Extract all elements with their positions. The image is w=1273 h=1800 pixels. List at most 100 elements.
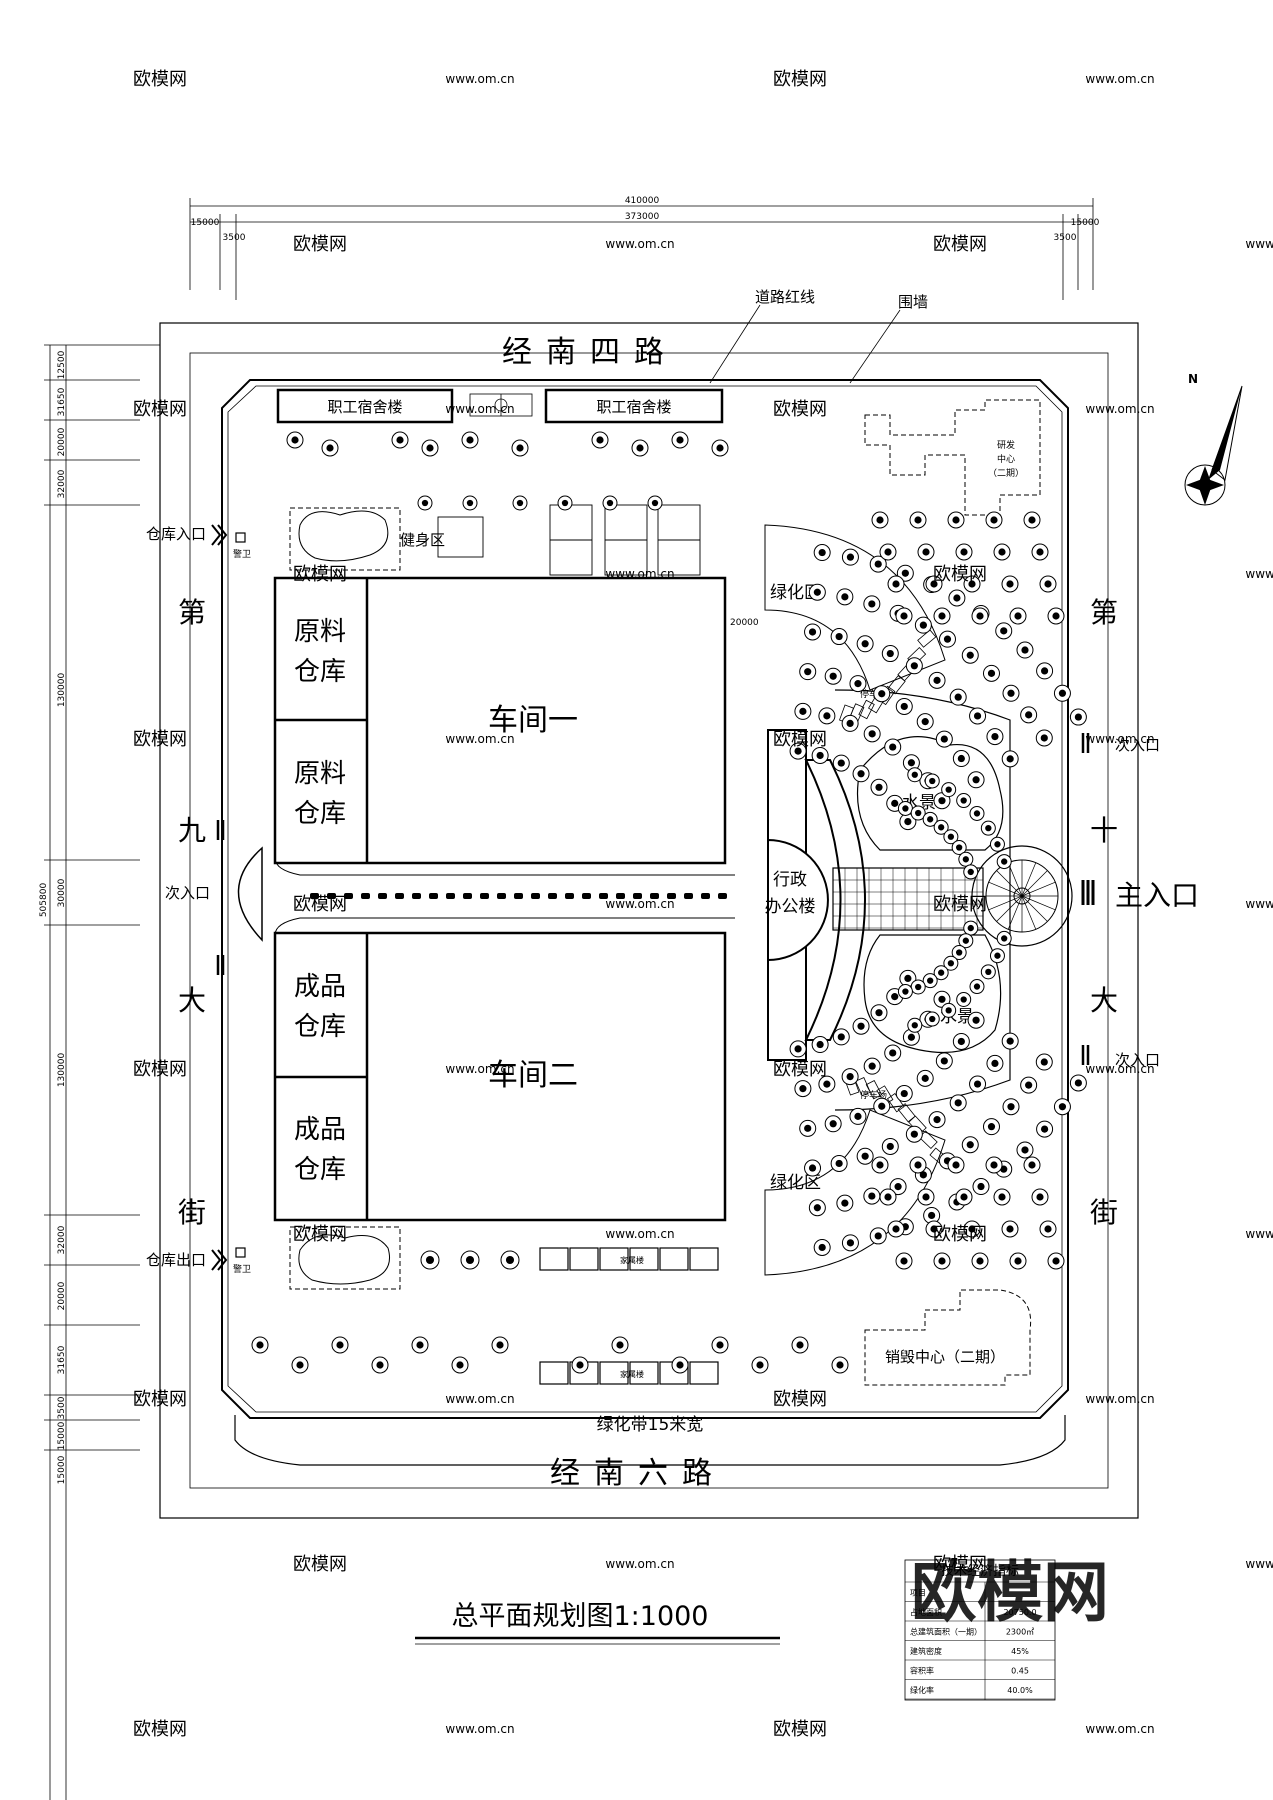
- tree: [972, 1178, 990, 1196]
- watermark-url: www.om.cn: [1085, 732, 1154, 746]
- tree: [969, 1075, 987, 1093]
- tree: [982, 664, 1000, 682]
- bollard: [718, 893, 727, 899]
- tree: [879, 1188, 897, 1206]
- tree: [905, 1125, 923, 1143]
- dim-gap-left: 3500: [223, 233, 246, 243]
- tree: [873, 1097, 891, 1115]
- admin-curved-wing: [804, 759, 866, 1041]
- watermark-logo: 欧模网: [773, 1389, 827, 1410]
- watermark-url: www.om.cn: [1245, 237, 1273, 251]
- tree: [500, 1250, 520, 1270]
- tree: [841, 1234, 859, 1252]
- guard-post-south-label: 警卫: [233, 1263, 251, 1275]
- main-entrance-arrow: [1081, 880, 1095, 905]
- watermark-url: www.om.cn: [445, 1722, 514, 1736]
- watermark-logo: 欧模网: [293, 1554, 347, 1575]
- tree: [881, 645, 899, 663]
- raw-store-2-line2: 仓库: [294, 799, 346, 829]
- green-zone-north: [764, 524, 946, 691]
- tree: [958, 851, 974, 867]
- tree: [969, 805, 985, 821]
- family-label: 家属楼: [620, 1369, 644, 1379]
- south-garden-box: [289, 1226, 401, 1290]
- south-pond: [298, 1234, 390, 1285]
- tree: [751, 1356, 769, 1374]
- tree: [852, 765, 870, 783]
- tree: [879, 543, 897, 561]
- tree: [958, 933, 974, 949]
- guard-post-north: [235, 532, 246, 543]
- tree: [887, 575, 905, 593]
- bollard: [429, 893, 438, 899]
- tree: [671, 1356, 689, 1374]
- green-area-north-label: 绿化区: [770, 583, 821, 603]
- watermark-logo: 欧模网: [773, 1059, 827, 1080]
- road-north-label: 经南四路: [502, 335, 678, 370]
- tree: [799, 1119, 817, 1137]
- tree: [941, 782, 957, 798]
- tech-row-label: 项目: [910, 1589, 926, 1598]
- tree: [1035, 729, 1053, 747]
- tree: [461, 431, 479, 449]
- tree: [804, 623, 822, 641]
- family-block: [599, 1361, 629, 1385]
- warehouse-entrance-label: 仓库入口: [146, 525, 206, 543]
- warehouse-exit-arrow: [211, 1249, 228, 1271]
- tree: [512, 495, 528, 511]
- east-entrance-arrow-2: [1081, 1045, 1090, 1065]
- raw-store-1-line2: 仓库: [294, 657, 346, 687]
- callout-road-red-line: 道路红线: [755, 288, 815, 306]
- tree: [1031, 1188, 1049, 1206]
- tree: [824, 1115, 842, 1133]
- tree: [1002, 1098, 1020, 1116]
- tree: [832, 754, 850, 772]
- dim-left-total: 505800: [39, 883, 49, 918]
- tree: [631, 439, 649, 457]
- tree: [933, 792, 951, 810]
- watermark-logo: 欧模网: [933, 1224, 987, 1245]
- tree: [902, 1028, 920, 1046]
- tree: [933, 1252, 951, 1270]
- family-block: [689, 1247, 719, 1271]
- callout-leader: [709, 304, 761, 384]
- tree: [905, 657, 923, 675]
- tree: [856, 1147, 874, 1165]
- tree: [813, 544, 831, 562]
- tree: [956, 991, 972, 1007]
- tree: [922, 811, 938, 827]
- tree: [995, 622, 1013, 640]
- green-belt-label: 绿化带15米宽: [597, 1415, 704, 1435]
- street-west-char: 九: [178, 814, 206, 847]
- callout-leader: [849, 309, 901, 384]
- rosette-ray: [1007, 862, 1023, 897]
- tech-row-label: 占地面积: [910, 1607, 942, 1617]
- fountain-rosette: [986, 860, 1058, 932]
- tree: [961, 1136, 979, 1154]
- west-secondary-entrance-label: 次入口: [165, 884, 210, 902]
- tech-row-value: 40.0%: [1007, 1686, 1033, 1695]
- tree: [856, 635, 874, 653]
- tree: [910, 979, 926, 995]
- tree: [1001, 575, 1019, 593]
- rosette-ray: [1021, 870, 1048, 897]
- family-block: [689, 1361, 719, 1385]
- dim-top-right: 15000: [1071, 218, 1100, 228]
- tree: [571, 1356, 589, 1374]
- tree: [895, 607, 913, 625]
- dim-left-seg: 32000: [57, 1225, 67, 1254]
- tree: [1023, 1156, 1041, 1174]
- tree: [871, 1156, 889, 1174]
- tree: [955, 1188, 973, 1206]
- tree: [836, 588, 854, 606]
- tree: [1016, 1141, 1034, 1159]
- tree: [914, 616, 932, 634]
- bollard: [446, 893, 455, 899]
- tech-row-label: 建筑密度: [910, 1646, 942, 1656]
- watermark-url: www.om.cn: [1245, 1557, 1273, 1571]
- watermark-url: www.om.cn: [1085, 1062, 1154, 1076]
- dim-top-total: 410000: [625, 196, 660, 206]
- tree: [869, 1227, 887, 1245]
